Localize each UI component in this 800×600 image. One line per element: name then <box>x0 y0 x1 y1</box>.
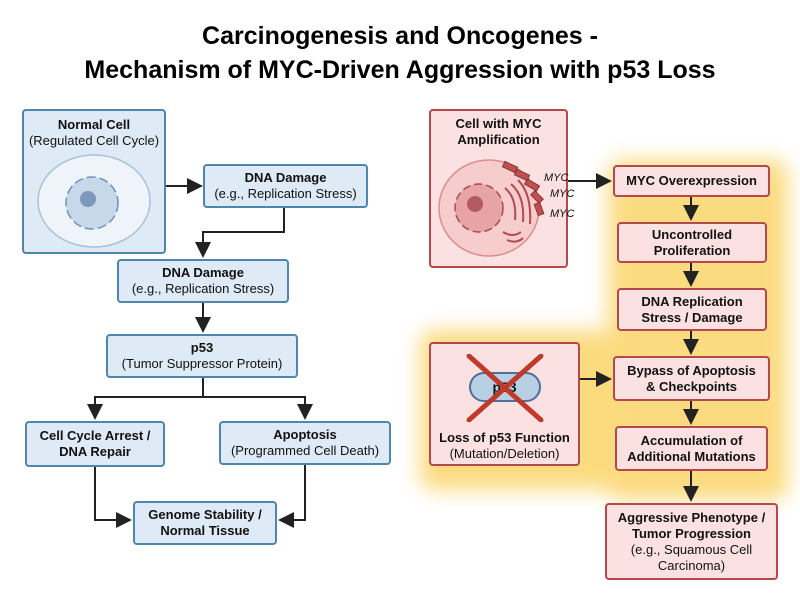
uncontrolled-proliferation-box: Uncontrolled Proliferation <box>617 222 767 263</box>
arrow-p53-to-arrest <box>87 378 204 420</box>
arrow-damage-to-damage <box>195 208 285 258</box>
proliferation-line1: Uncontrolled <box>651 226 733 242</box>
myc-cell-line2: Amplification <box>457 132 540 147</box>
normal-cell-icon <box>37 154 151 248</box>
aggressive-line2: Tumor Progression <box>632 525 751 541</box>
accumulation-line1: Accumulation of <box>640 432 743 448</box>
cell-cycle-arrest-box: Cell Cycle Arrest / DNA Repair <box>25 421 165 467</box>
p53-box: p53 (Tumor Suppressor Protein) <box>106 334 298 378</box>
myc-gene-label-3: MYC <box>550 208 575 220</box>
myc-overexpression-box: MYC Overexpression <box>613 165 770 197</box>
p53-subtitle: (Tumor Suppressor Protein) <box>121 356 283 371</box>
bypass-line1: Bypass of Apoptosis <box>627 362 756 378</box>
diagram-title-line1: Carcinogenesis and Oncogenes - <box>202 22 598 50</box>
p53-loss-title: Loss of p53 Function <box>439 430 570 445</box>
aggressive-phenotype-box: Aggressive Phenotype / Tumor Progression… <box>605 503 778 580</box>
myc-cell-line1: Cell with MYC <box>455 116 542 131</box>
normal-cell-title: Normal Cell <box>57 117 131 132</box>
cross-icon <box>466 354 543 422</box>
apoptosis-title: Apoptosis <box>273 427 337 442</box>
apoptosis-subtitle: (Programmed Cell Death) <box>230 443 380 458</box>
dna-replication-stress-box: DNA Replication Stress / Damage <box>617 288 767 331</box>
arrow-arrest-to-genome <box>94 467 132 528</box>
aggressive-line4: Carcinoma) <box>657 557 726 573</box>
dna-damage-1-title: DNA Damage <box>244 170 327 185</box>
overexpression-label: MYC Overexpression <box>626 173 757 188</box>
arrow-p53-to-apoptosis <box>203 396 313 420</box>
accumulation-line2: Additional Mutations <box>627 448 756 464</box>
replication-line1: DNA Replication <box>641 293 743 309</box>
proliferation-line2: Proliferation <box>653 242 731 258</box>
bypass-line2: & Checkpoints <box>645 378 737 394</box>
myc-gene-label-1: MYC <box>544 172 569 184</box>
normal-cell-subtitle: (Regulated Cell Cycle) <box>28 133 160 148</box>
myc-gene-label-2: MYC <box>550 188 575 200</box>
dna-damage-2-title: DNA Damage <box>162 265 244 280</box>
p53-loss-subtitle: (Mutation/Deletion) <box>449 446 560 461</box>
genome-line2: Normal Tissue <box>160 523 250 538</box>
dna-damage-2-subtitle: (e.g., Replication Stress) <box>131 281 275 296</box>
p53-protein-crossed: p53 <box>445 354 565 422</box>
aggressive-line3: (e.g., Squamous Cell <box>630 541 753 557</box>
arrest-line2: DNA Repair <box>59 444 131 459</box>
p53-title: p53 <box>190 340 214 355</box>
bypass-apoptosis-box: Bypass of Apoptosis & Checkpoints <box>613 356 770 401</box>
dna-damage-box-2: DNA Damage (e.g., Replication Stress) <box>117 259 289 303</box>
myc-cell-icon <box>437 159 544 257</box>
apoptosis-box: Apoptosis (Programmed Cell Death) <box>219 421 391 465</box>
genome-stability-box: Genome Stability / Normal Tissue <box>133 501 277 545</box>
arrest-line1: Cell Cycle Arrest / <box>39 428 151 443</box>
myc-amplification-cell-box: Cell with MYC Amplification MYC MYC MYC <box>429 109 574 268</box>
aggressive-line1: Aggressive Phenotype / <box>617 509 766 525</box>
arrow-apoptosis-to-genome <box>278 465 306 528</box>
replication-line2: Stress / Damage <box>641 309 743 325</box>
normal-cell-box: Normal Cell (Regulated Cell Cycle) <box>22 109 166 254</box>
p53-loss-box: p53 Loss of p53 Function (Mutation/Delet… <box>429 342 580 466</box>
diagram-title-line2: Mechanism of MYC-Driven Aggression with … <box>84 56 716 84</box>
dna-damage-1-subtitle: (e.g., Replication Stress) <box>214 186 357 201</box>
accumulation-mutations-box: Accumulation of Additional Mutations <box>615 426 768 471</box>
dna-damage-box-1: DNA Damage (e.g., Replication Stress) <box>203 164 368 208</box>
genome-line1: Genome Stability / <box>148 507 262 522</box>
